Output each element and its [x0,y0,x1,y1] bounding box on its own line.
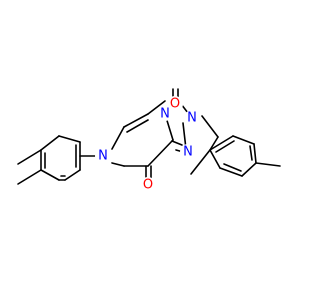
atom-label: N [183,145,193,160]
bond [241,162,257,177]
bond [58,135,81,143]
bond [223,163,242,172]
bond [209,149,221,169]
nitrogen-atom-benzyl: N [184,110,200,126]
bond [111,162,125,167]
bond [255,162,281,167]
bond [40,135,60,151]
bond [190,149,211,175]
bond [209,135,234,151]
atom-label: N [160,107,170,122]
bonds [17,88,281,185]
bond [232,135,255,145]
nitrogen-atom-aryl: N [95,148,111,164]
atom-label: N [187,111,197,126]
atom-label: N [98,149,108,164]
atom-label: O [143,178,153,193]
bond [253,143,257,164]
bond [126,119,149,133]
bond [40,169,60,181]
atom-label: O [170,97,180,112]
bond [147,100,166,115]
oxygen-atom-bottom: O [140,177,156,193]
molecule-structure: O O N N N N [17,88,281,193]
bond [201,115,219,138]
nitrogen-atom-fused: N [158,107,172,122]
bond [171,140,183,146]
bond [219,167,243,177]
bond [249,145,253,161]
atom-labels: O O N N N N [95,96,200,193]
bond [17,149,42,165]
bond [215,140,235,153]
bond [17,169,42,185]
bond [147,139,174,167]
bond [111,126,125,150]
nitrogen-atom-imine: N [180,144,196,160]
oxygen-atom-top: O [167,96,183,112]
bond [123,113,149,128]
bond [64,169,81,181]
bond [209,136,219,151]
